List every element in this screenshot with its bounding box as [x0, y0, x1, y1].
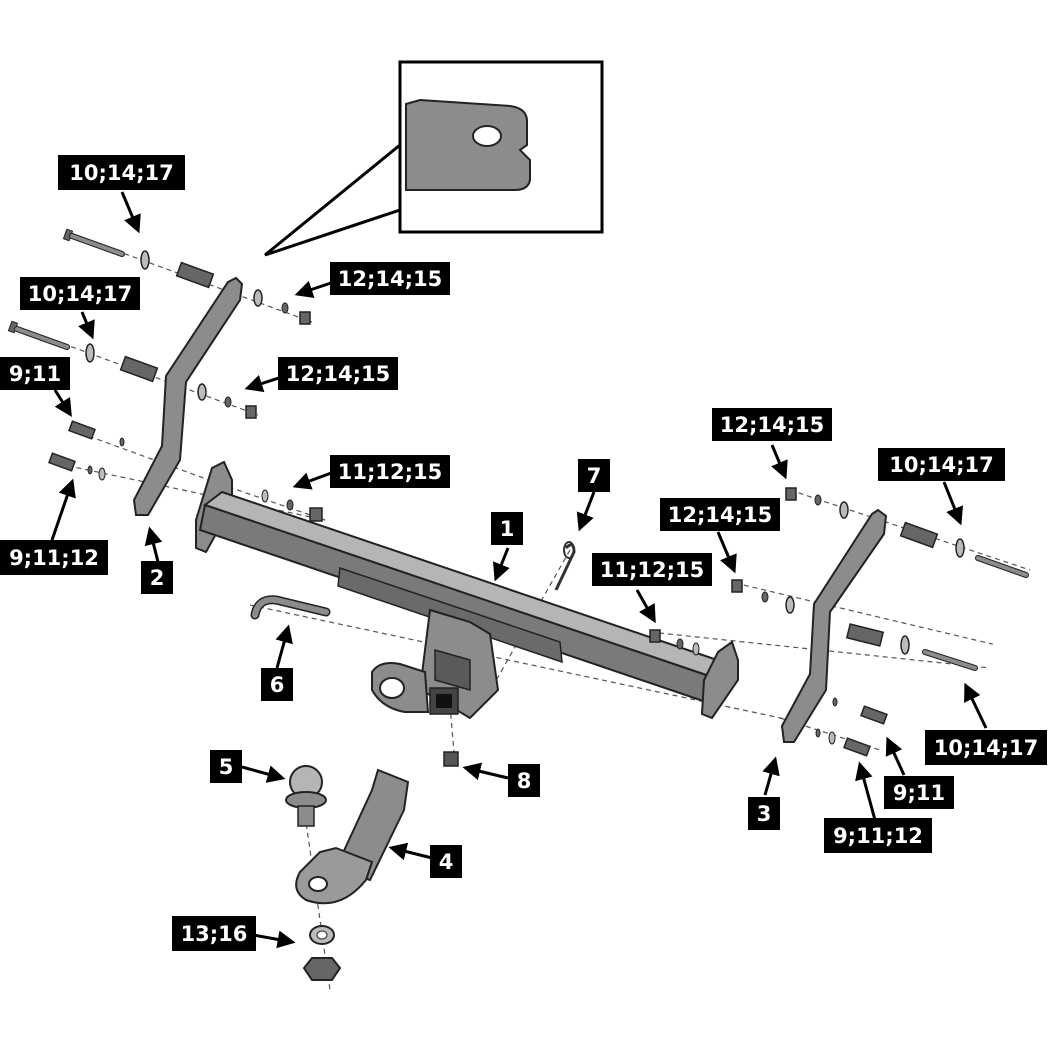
callout-1: 1	[491, 512, 523, 545]
callout-12-14-15-top-right: 12;14;15	[712, 408, 832, 441]
washer-left-top	[140, 250, 150, 270]
left-side-bracket	[132, 276, 244, 516]
callout-9-11-12-left: 9;11;12	[0, 540, 108, 575]
left-fasteners	[7, 228, 323, 522]
bolt-left-mid	[7, 320, 70, 350]
callout-10-14-17-top-right: 10;14;17	[878, 448, 1005, 481]
callout-9-11-left: 9;11	[0, 357, 70, 390]
callout-10-14-17-top-left: 10;14;17	[58, 155, 185, 190]
callout-12-14-15-top-left: 12;14;15	[330, 262, 450, 295]
spring-clip-7	[554, 541, 576, 591]
nut-left-crossbar	[309, 507, 323, 522]
callout-12-14-15-mid-right: 12;14;15	[660, 498, 780, 531]
svg-text:10;14;17: 10;14;17	[28, 282, 132, 306]
svg-text:9;11: 9;11	[9, 362, 61, 386]
svg-text:11;12;15: 11;12;15	[600, 558, 704, 582]
main-crossbar	[195, 460, 739, 720]
bracket-detail-plate	[405, 98, 531, 191]
callout-13-16: 13;16	[172, 916, 256, 951]
bracket-detail-hole	[472, 125, 502, 147]
svg-text:3: 3	[757, 802, 772, 826]
svg-text:6: 6	[270, 673, 285, 697]
spacer-tube-left-mid	[119, 355, 159, 383]
receiver-housing	[371, 608, 500, 720]
svg-text:9;11;12: 9;11;12	[9, 546, 99, 570]
svg-text:8: 8	[517, 769, 532, 793]
nut-left-top	[299, 311, 311, 325]
bolt-left-top	[62, 228, 125, 257]
tow-ball-5	[285, 765, 327, 827]
svg-text:10;14;17: 10;14;17	[934, 736, 1038, 760]
callout-10-14-17-mid-left: 10;14;17	[20, 277, 140, 310]
svg-text:1: 1	[500, 517, 515, 541]
right-fasteners	[649, 487, 1029, 757]
svg-text:10;14;17: 10;14;17	[69, 161, 173, 185]
callout-9-11-right: 9;11	[884, 776, 954, 809]
callout-10-14-17-bottom-right: 10;14;17	[925, 730, 1047, 765]
callout-8: 8	[508, 764, 540, 797]
svg-text:12;14;15: 12;14;15	[338, 267, 442, 291]
detail-inset	[264, 60, 604, 257]
svg-text:4: 4	[439, 850, 454, 874]
svg-text:10;14;17: 10;14;17	[889, 453, 993, 477]
svg-text:9;11: 9;11	[893, 781, 945, 805]
inset-pointer	[264, 141, 402, 257]
callout-12-14-15-mid-left: 12;14;15	[278, 357, 398, 390]
svg-text:12;14;15: 12;14;15	[668, 503, 772, 527]
callout-4: 4	[430, 845, 462, 878]
svg-text:13;16: 13;16	[181, 922, 248, 946]
short-bolt-left-lower	[48, 452, 76, 472]
svg-text:9;11;12: 9;11;12	[833, 824, 923, 848]
callout-7: 7	[578, 459, 610, 492]
spacer-tube-left-top	[175, 261, 215, 289]
bolt-8	[443, 751, 459, 767]
spacer-tube-right-top	[899, 521, 939, 549]
locking-pin-6	[250, 595, 331, 620]
callout-6: 6	[261, 668, 293, 701]
callout-5: 5	[210, 750, 242, 783]
callout-11-12-15-left: 11;12;15	[330, 455, 450, 488]
svg-text:5: 5	[219, 755, 234, 779]
callout-2: 2	[141, 561, 173, 594]
callout-3: 3	[748, 797, 780, 830]
callout-11-12-15-right: 11;12;15	[592, 553, 712, 586]
svg-text:2: 2	[150, 566, 165, 590]
svg-text:11;12;15: 11;12;15	[338, 460, 442, 484]
right-side-bracket	[780, 508, 888, 743]
nut-left-mid	[245, 405, 257, 419]
short-bolt-left-upper	[68, 420, 96, 440]
svg-text:12;14;15: 12;14;15	[720, 413, 824, 437]
callout-9-11-12-right: 9;11;12	[824, 818, 932, 853]
svg-text:7: 7	[587, 464, 602, 488]
drawbar-4	[295, 768, 410, 905]
callout-labels: 10;14;17 10;14;17 12;14;15 12;14;15 9;11…	[0, 155, 1047, 951]
washer-nut-13-16	[302, 925, 342, 981]
svg-text:12;14;15: 12;14;15	[286, 362, 390, 386]
spacer-tube-right-mid	[845, 623, 885, 647]
